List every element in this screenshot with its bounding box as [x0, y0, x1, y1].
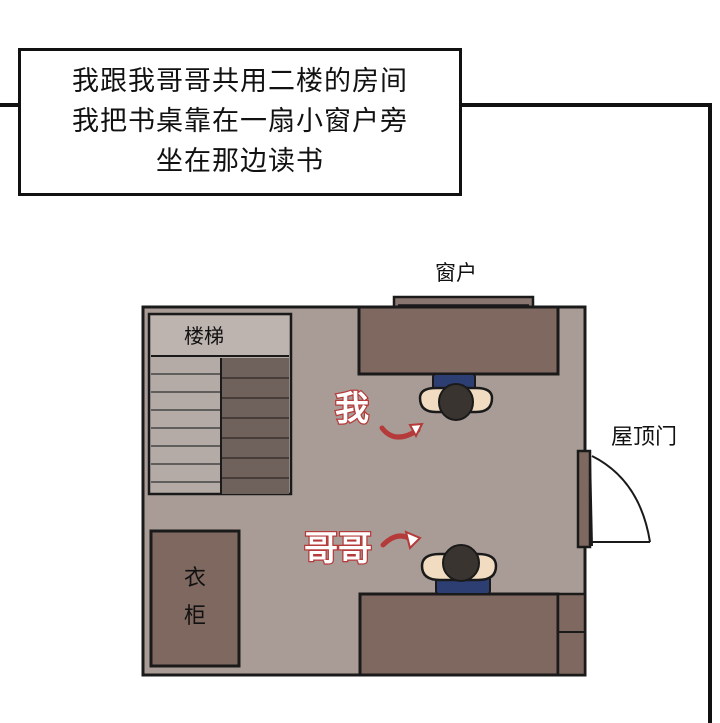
arrow-brother-head: [404, 530, 422, 550]
floor-plan-illustration: 窗户 楼梯 屋顶门 衣 柜 我 哥哥: [141, 261, 677, 677]
label-window: 窗户: [435, 261, 477, 285]
rooftop-door-swing-arc: [591, 455, 651, 543]
label-stairs: 楼梯: [184, 324, 224, 348]
caption-line-3: 坐在那边读书: [156, 146, 324, 177]
arrow-me-head: [408, 422, 424, 439]
caption-line-2: 我把书桌靠在一扇小窗户旁: [72, 106, 408, 137]
label-rooftop-door: 屋顶门: [611, 425, 677, 450]
person-me: [418, 373, 494, 421]
wardrobe: [149, 529, 241, 668]
stairs-steps-right: [221, 377, 289, 479]
person-brother: [420, 544, 498, 595]
label-wardrobe-1: 衣: [184, 566, 206, 591]
stairs-steps-left: [151, 373, 221, 483]
narration-caption-box: 我跟我哥哥共用二楼的房间 我把书桌靠在一扇小窗户旁 坐在那边读书: [18, 48, 462, 196]
rooftop-door-leaf: [589, 454, 593, 547]
rooftop-door-frame: [576, 449, 592, 549]
desk-top: [357, 305, 560, 376]
desk-bottom-side: [556, 592, 587, 677]
stairs-dark-side: [221, 358, 289, 494]
caption-line-1: 我跟我哥哥共用二楼的房间: [72, 66, 408, 97]
label-wardrobe-2: 柜: [184, 604, 206, 629]
stairs-landing: [151, 316, 289, 356]
desk-bottom: [358, 592, 560, 677]
label-me: 我: [335, 389, 369, 429]
label-brother: 哥哥: [304, 529, 372, 569]
